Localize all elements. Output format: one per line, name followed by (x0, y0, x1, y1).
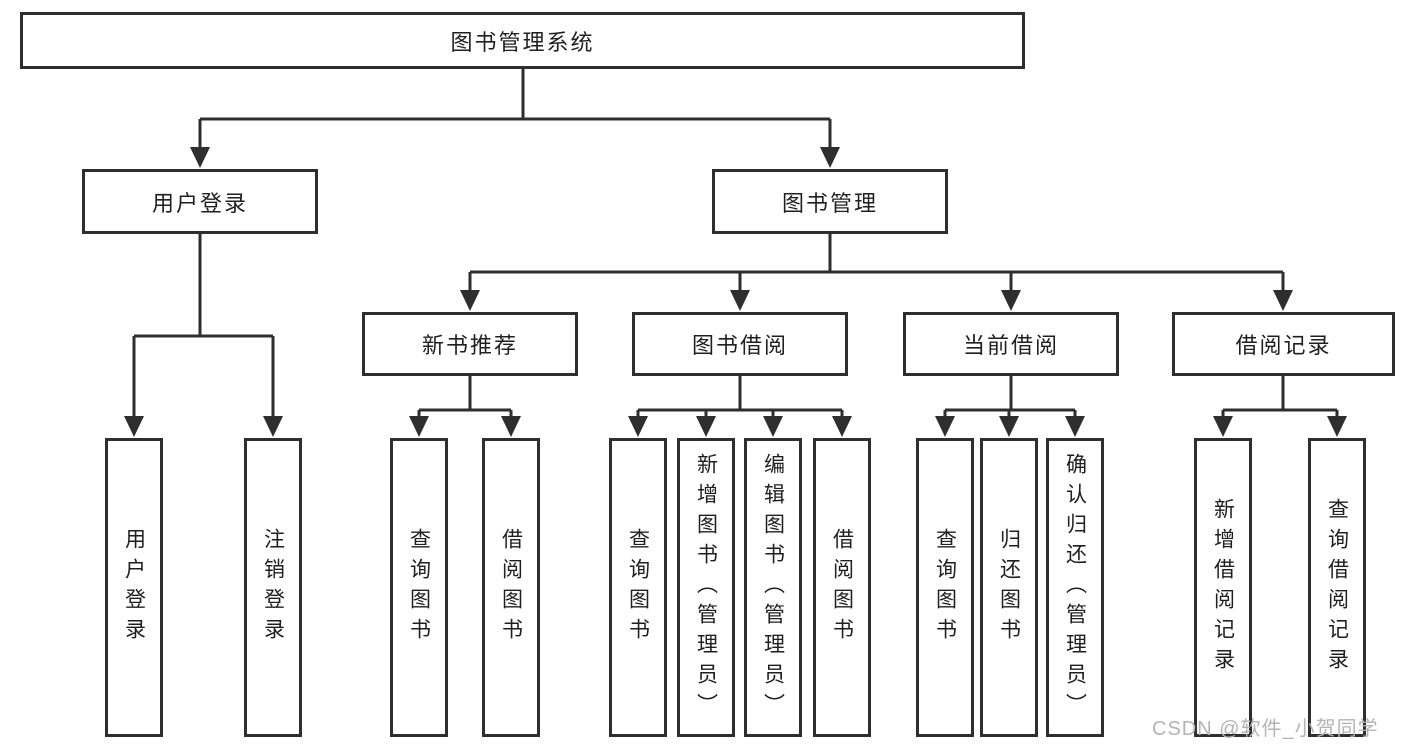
arrowhead (263, 416, 283, 437)
arrowhead (1213, 416, 1233, 437)
connector-book-borrow-children (628, 375, 852, 437)
node-borrow-records-label: 借阅记录 (1235, 333, 1332, 358)
node-leaf-add-borrow-record: 新增借阅记录 (1194, 438, 1252, 737)
node-leaf-query-borrow-record: 查询借阅记录 (1308, 438, 1366, 737)
node-leaf-confirm-return-admin-label: 确认归还（管理员） (1063, 452, 1087, 723)
arrowhead (1065, 416, 1085, 437)
node-leaf-query-books-2-label: 查询图书 (626, 527, 650, 648)
node-leaf-add-books-admin: 新增图书（管理员） (677, 438, 735, 737)
arrowhead (409, 416, 429, 437)
node-book-management: 图书管理 (712, 169, 948, 234)
connector-user-login-children (124, 233, 283, 437)
connector-root-to-level2 (190, 68, 840, 168)
arrowhead (1001, 290, 1021, 311)
node-leaf-user-login: 用户登录 (105, 438, 163, 737)
node-leaf-edit-books-admin: 编辑图书（管理员） (744, 438, 802, 737)
connector-borrow-records-children (1213, 375, 1347, 437)
connector-current-borrow-children (935, 375, 1085, 437)
node-leaf-confirm-return-admin: 确认归还（管理员） (1046, 438, 1104, 737)
arrowhead (628, 416, 648, 437)
node-leaf-return-books-label: 归还图书 (997, 527, 1021, 648)
node-leaf-add-borrow-record-label: 新增借阅记录 (1211, 497, 1235, 678)
arrowhead (935, 416, 955, 437)
node-book-borrow-label: 图书借阅 (691, 333, 788, 358)
csdn-watermark: CSDN @软件_小贺同学 (1152, 718, 1379, 740)
arrowhead (501, 416, 521, 437)
node-leaf-add-books-admin-label: 新增图书（管理员） (694, 452, 718, 723)
node-leaf-edit-books-admin-label: 编辑图书（管理员） (761, 452, 785, 723)
arrowhead (124, 416, 144, 437)
arrowhead (763, 416, 783, 437)
node-leaf-borrow-books-2-label: 借阅图书 (830, 527, 854, 648)
node-leaf-user-login-label: 用户登录 (122, 527, 146, 648)
node-new-book-recommend: 新书推荐 (362, 312, 578, 376)
node-book-borrow: 图书借阅 (632, 312, 848, 376)
node-leaf-query-books-2: 查询图书 (609, 438, 667, 737)
arrowhead (832, 416, 852, 437)
node-leaf-query-books-1: 查询图书 (390, 438, 448, 737)
node-leaf-return-books: 归还图书 (980, 438, 1038, 737)
arrowhead (999, 416, 1019, 437)
node-leaf-borrow-books-1: 借阅图书 (482, 438, 540, 737)
node-book-management-label: 图书管理 (781, 190, 878, 216)
node-borrow-records: 借阅记录 (1172, 312, 1395, 376)
arrowhead (696, 416, 716, 437)
node-leaf-borrow-books-1-label: 借阅图书 (499, 527, 523, 648)
node-user-login-label: 用户登录 (151, 190, 248, 216)
arrowhead (1273, 290, 1293, 311)
node-current-borrow: 当前借阅 (903, 312, 1119, 376)
node-leaf-query-books-1-label: 查询图书 (407, 527, 431, 648)
node-leaf-logout: 注销登录 (244, 438, 302, 737)
node-current-borrow-label: 当前借阅 (962, 333, 1059, 358)
node-user-login: 用户登录 (82, 169, 318, 234)
node-library-management-system: 图书管理系统 (20, 12, 1025, 69)
node-leaf-query-books-3-label: 查询图书 (933, 527, 957, 648)
node-new-book-recommend-label: 新书推荐 (421, 333, 518, 358)
connector-book-management-to-level3 (460, 233, 1293, 311)
arrowhead (460, 290, 480, 311)
node-leaf-query-borrow-record-label: 查询借阅记录 (1325, 497, 1349, 678)
node-leaf-logout-label: 注销登录 (261, 527, 285, 648)
arrowhead (1327, 416, 1347, 437)
node-leaf-query-books-3: 查询图书 (916, 438, 974, 737)
node-library-management-system-label: 图书管理系统 (450, 29, 595, 55)
arrowhead (730, 290, 750, 311)
arrowhead (190, 147, 210, 168)
node-leaf-borrow-books-2: 借阅图书 (813, 438, 871, 737)
connector-new-book-recommend-children (409, 375, 521, 437)
arrowhead (820, 147, 840, 168)
